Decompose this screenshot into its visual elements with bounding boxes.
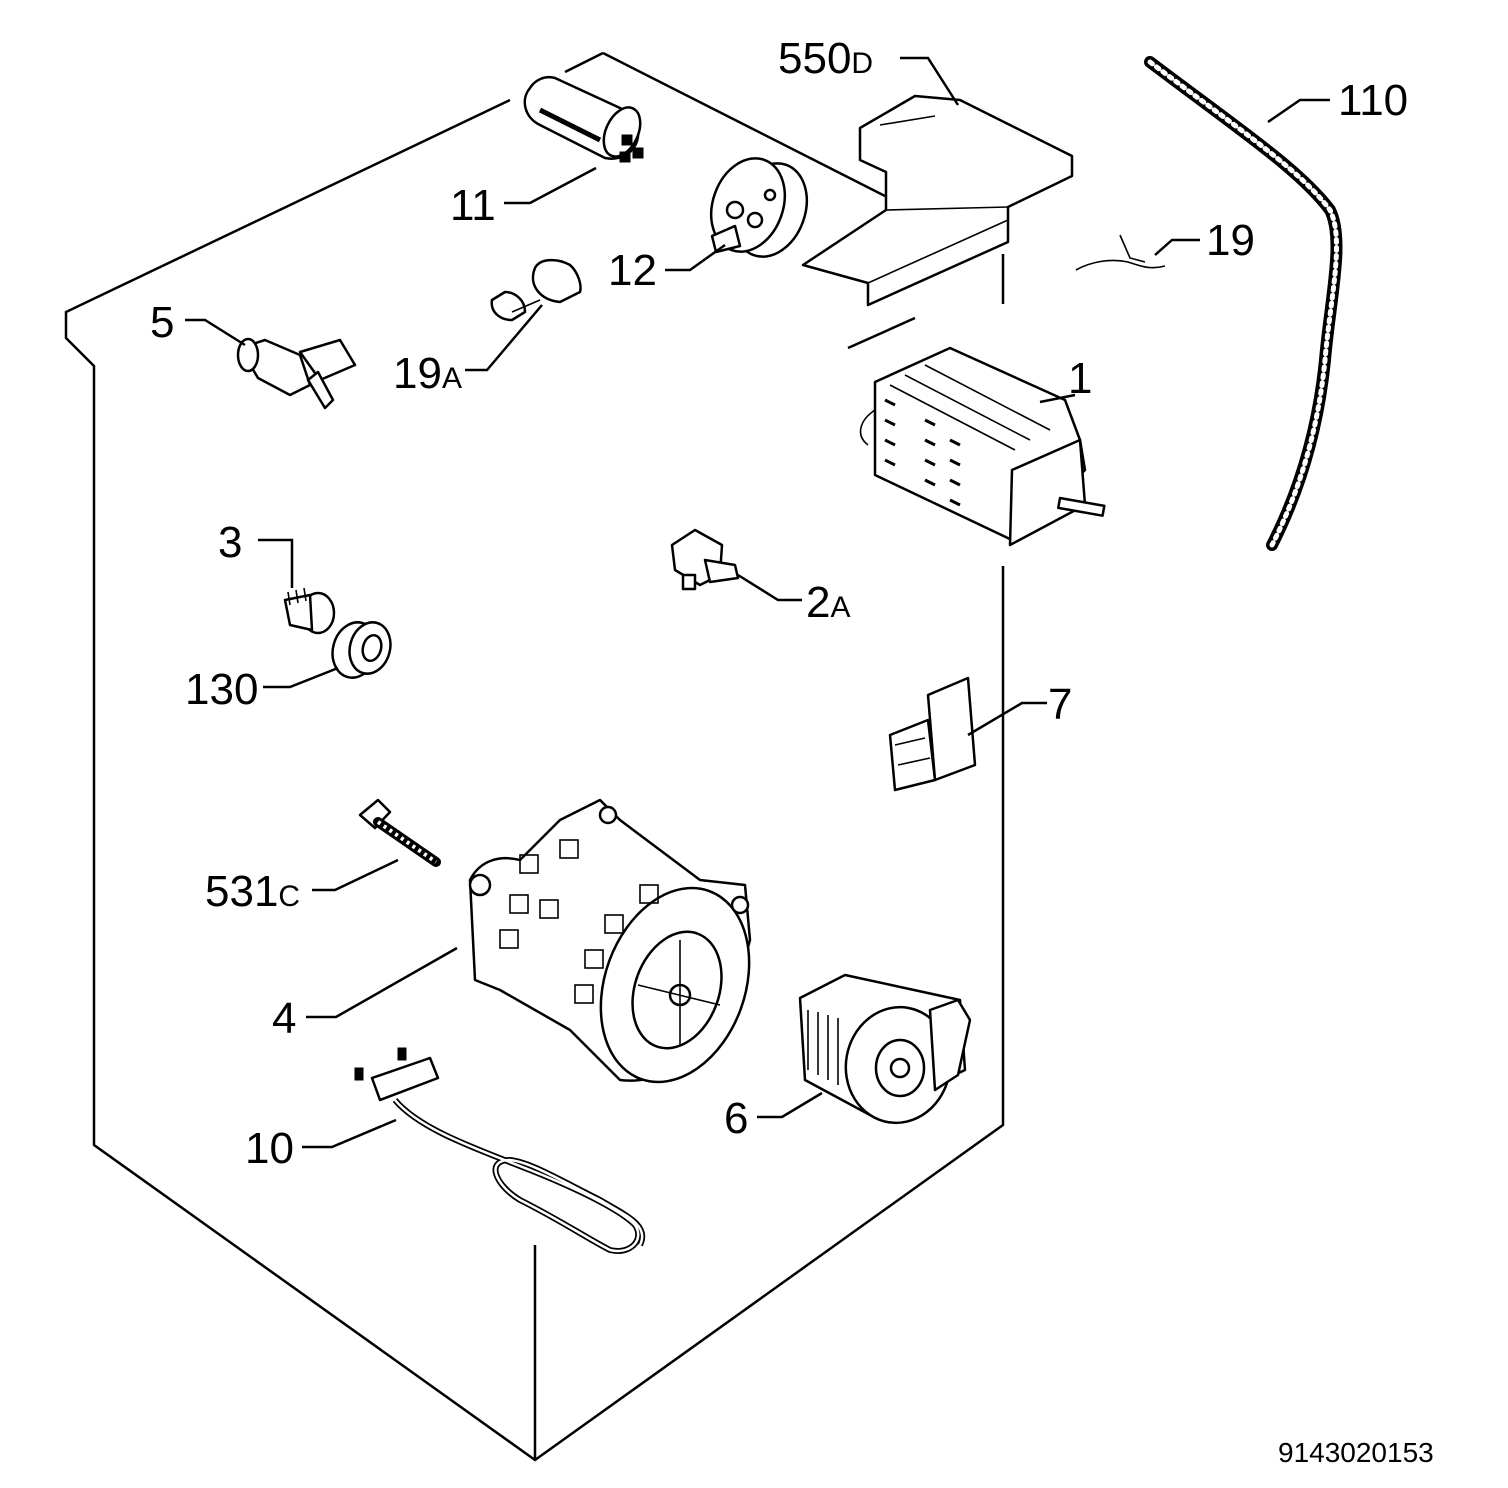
label-1: 1 — [1068, 354, 1092, 403]
label-3: 3 — [218, 518, 242, 567]
part-11-capacitor — [523, 75, 644, 163]
part-1-programmer — [859, 346, 1106, 547]
label-110: 110 — [1338, 76, 1408, 125]
part-550d-cover-plate — [801, 94, 1074, 307]
label-12: 12 — [608, 246, 657, 295]
label-5: 5 — [150, 298, 174, 347]
label-130: 130 — [185, 665, 258, 714]
label-6: 6 — [724, 1094, 748, 1143]
label-10: 10 — [245, 1124, 294, 1173]
part-7-door-lock — [888, 676, 977, 792]
label-19: 19 — [1206, 216, 1255, 265]
part-130-grommet — [331, 621, 392, 679]
part-2a-switch — [670, 528, 740, 591]
part-12-pressure-switch — [709, 157, 809, 258]
label-19a: 19A — [393, 349, 462, 398]
part-10-heating-element — [354, 1047, 646, 1254]
leader-lines — [185, 56, 1330, 1149]
label-11: 11 — [450, 181, 496, 230]
part-19-clip — [1075, 234, 1166, 271]
label-2a: 2A — [806, 578, 851, 627]
label-550d: 550D — [778, 34, 873, 83]
part-19a-clip — [490, 258, 582, 322]
label-7: 7 — [1048, 680, 1072, 729]
diagram-code: 9143020153 — [1278, 1437, 1434, 1468]
part-6-drain-pump — [798, 973, 972, 1125]
part-4-motor — [468, 798, 752, 1084]
label-531c: 531C — [205, 867, 300, 916]
cabinet-outline — [64, 51, 1005, 1462]
part-531c-screw — [358, 798, 441, 867]
part-3-indicator — [283, 587, 336, 635]
part-5-valve — [236, 337, 357, 410]
part-110-hose — [1144, 56, 1343, 551]
label-4: 4 — [272, 994, 296, 1043]
